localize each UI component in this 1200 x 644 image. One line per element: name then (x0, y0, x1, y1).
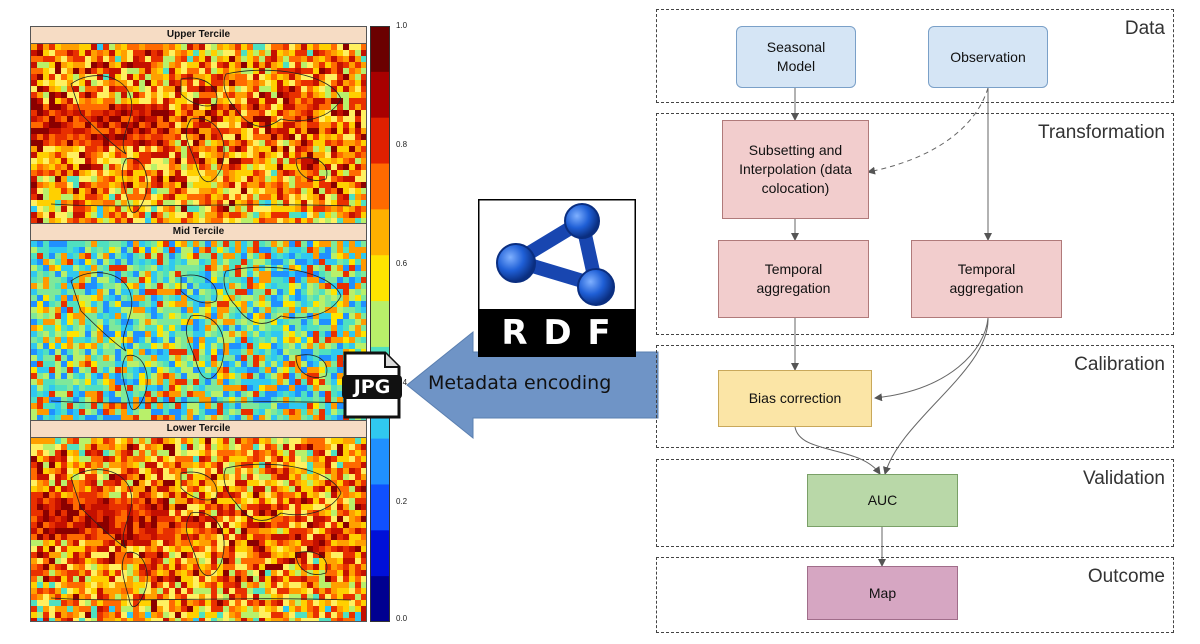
node-seasonal-model: Seasonal Model (736, 26, 856, 88)
metadata-arrow (406, 330, 659, 440)
map-panel-lower: Lower Tercile (30, 420, 367, 622)
colorbar-tick: 0.6 (396, 259, 408, 268)
node-auc: AUC (807, 474, 958, 527)
node-observation: Observation (928, 26, 1048, 88)
section-label: Validation (1082, 468, 1165, 489)
colorbar-tick: 0.8 (396, 140, 408, 149)
jpg-label: JPG (353, 376, 391, 398)
colorbar-swatch (370, 484, 390, 531)
colorbar-swatch (370, 301, 390, 348)
section-data: Data (656, 9, 1174, 103)
colorbar-tick: 1.0 (396, 21, 408, 30)
heatmap-lower (31, 438, 366, 621)
jpg-file-icon: JPG (341, 351, 403, 419)
colorbar-swatch (370, 438, 390, 485)
section-label: Transformation (1037, 122, 1165, 143)
colorbar-swatch (370, 530, 390, 577)
colorbar-swatch (370, 255, 390, 302)
panel-title: Mid Tercile (31, 224, 366, 241)
colorbar-swatch (370, 71, 390, 119)
metadata-encoding-label: Metadata encoding (428, 372, 612, 394)
panel-title: Lower Tercile (31, 421, 366, 438)
colorbar-tick: 0.2 (396, 497, 408, 506)
colorbar-swatch (370, 163, 390, 210)
heatmap-upper (31, 44, 366, 223)
node-temporal-aggregation-obs: Temporal aggregation (911, 240, 1062, 318)
node-map: Map (807, 566, 958, 620)
map-panel-mid: Mid Tercile (30, 223, 367, 421)
map-panel-upper: Upper Tercile (30, 26, 367, 224)
node-temporal-aggregation-model: Temporal aggregation (718, 240, 869, 318)
colorbar-swatch (370, 26, 390, 73)
section-label: Calibration (1074, 354, 1165, 375)
colorbar-tick: 0.0 (396, 614, 408, 623)
panel-title: Upper Tercile (31, 27, 366, 44)
colorbar-swatch (370, 576, 390, 622)
colorbar-swatch (370, 209, 390, 256)
node-subsetting-interpolation: Subsetting and Interpolation (data coloc… (722, 120, 869, 219)
rdf-label: R D F (501, 313, 613, 353)
section-label: Outcome (1087, 566, 1165, 587)
heatmap-mid (31, 241, 366, 420)
rdf-logo: R D F (476, 197, 638, 359)
colorbar (370, 26, 390, 622)
node-bias-correction: Bias correction (718, 370, 872, 427)
section-label: Data (1124, 18, 1165, 39)
section-outcome: Outcome (656, 557, 1174, 633)
colorbar-swatch (370, 117, 390, 165)
